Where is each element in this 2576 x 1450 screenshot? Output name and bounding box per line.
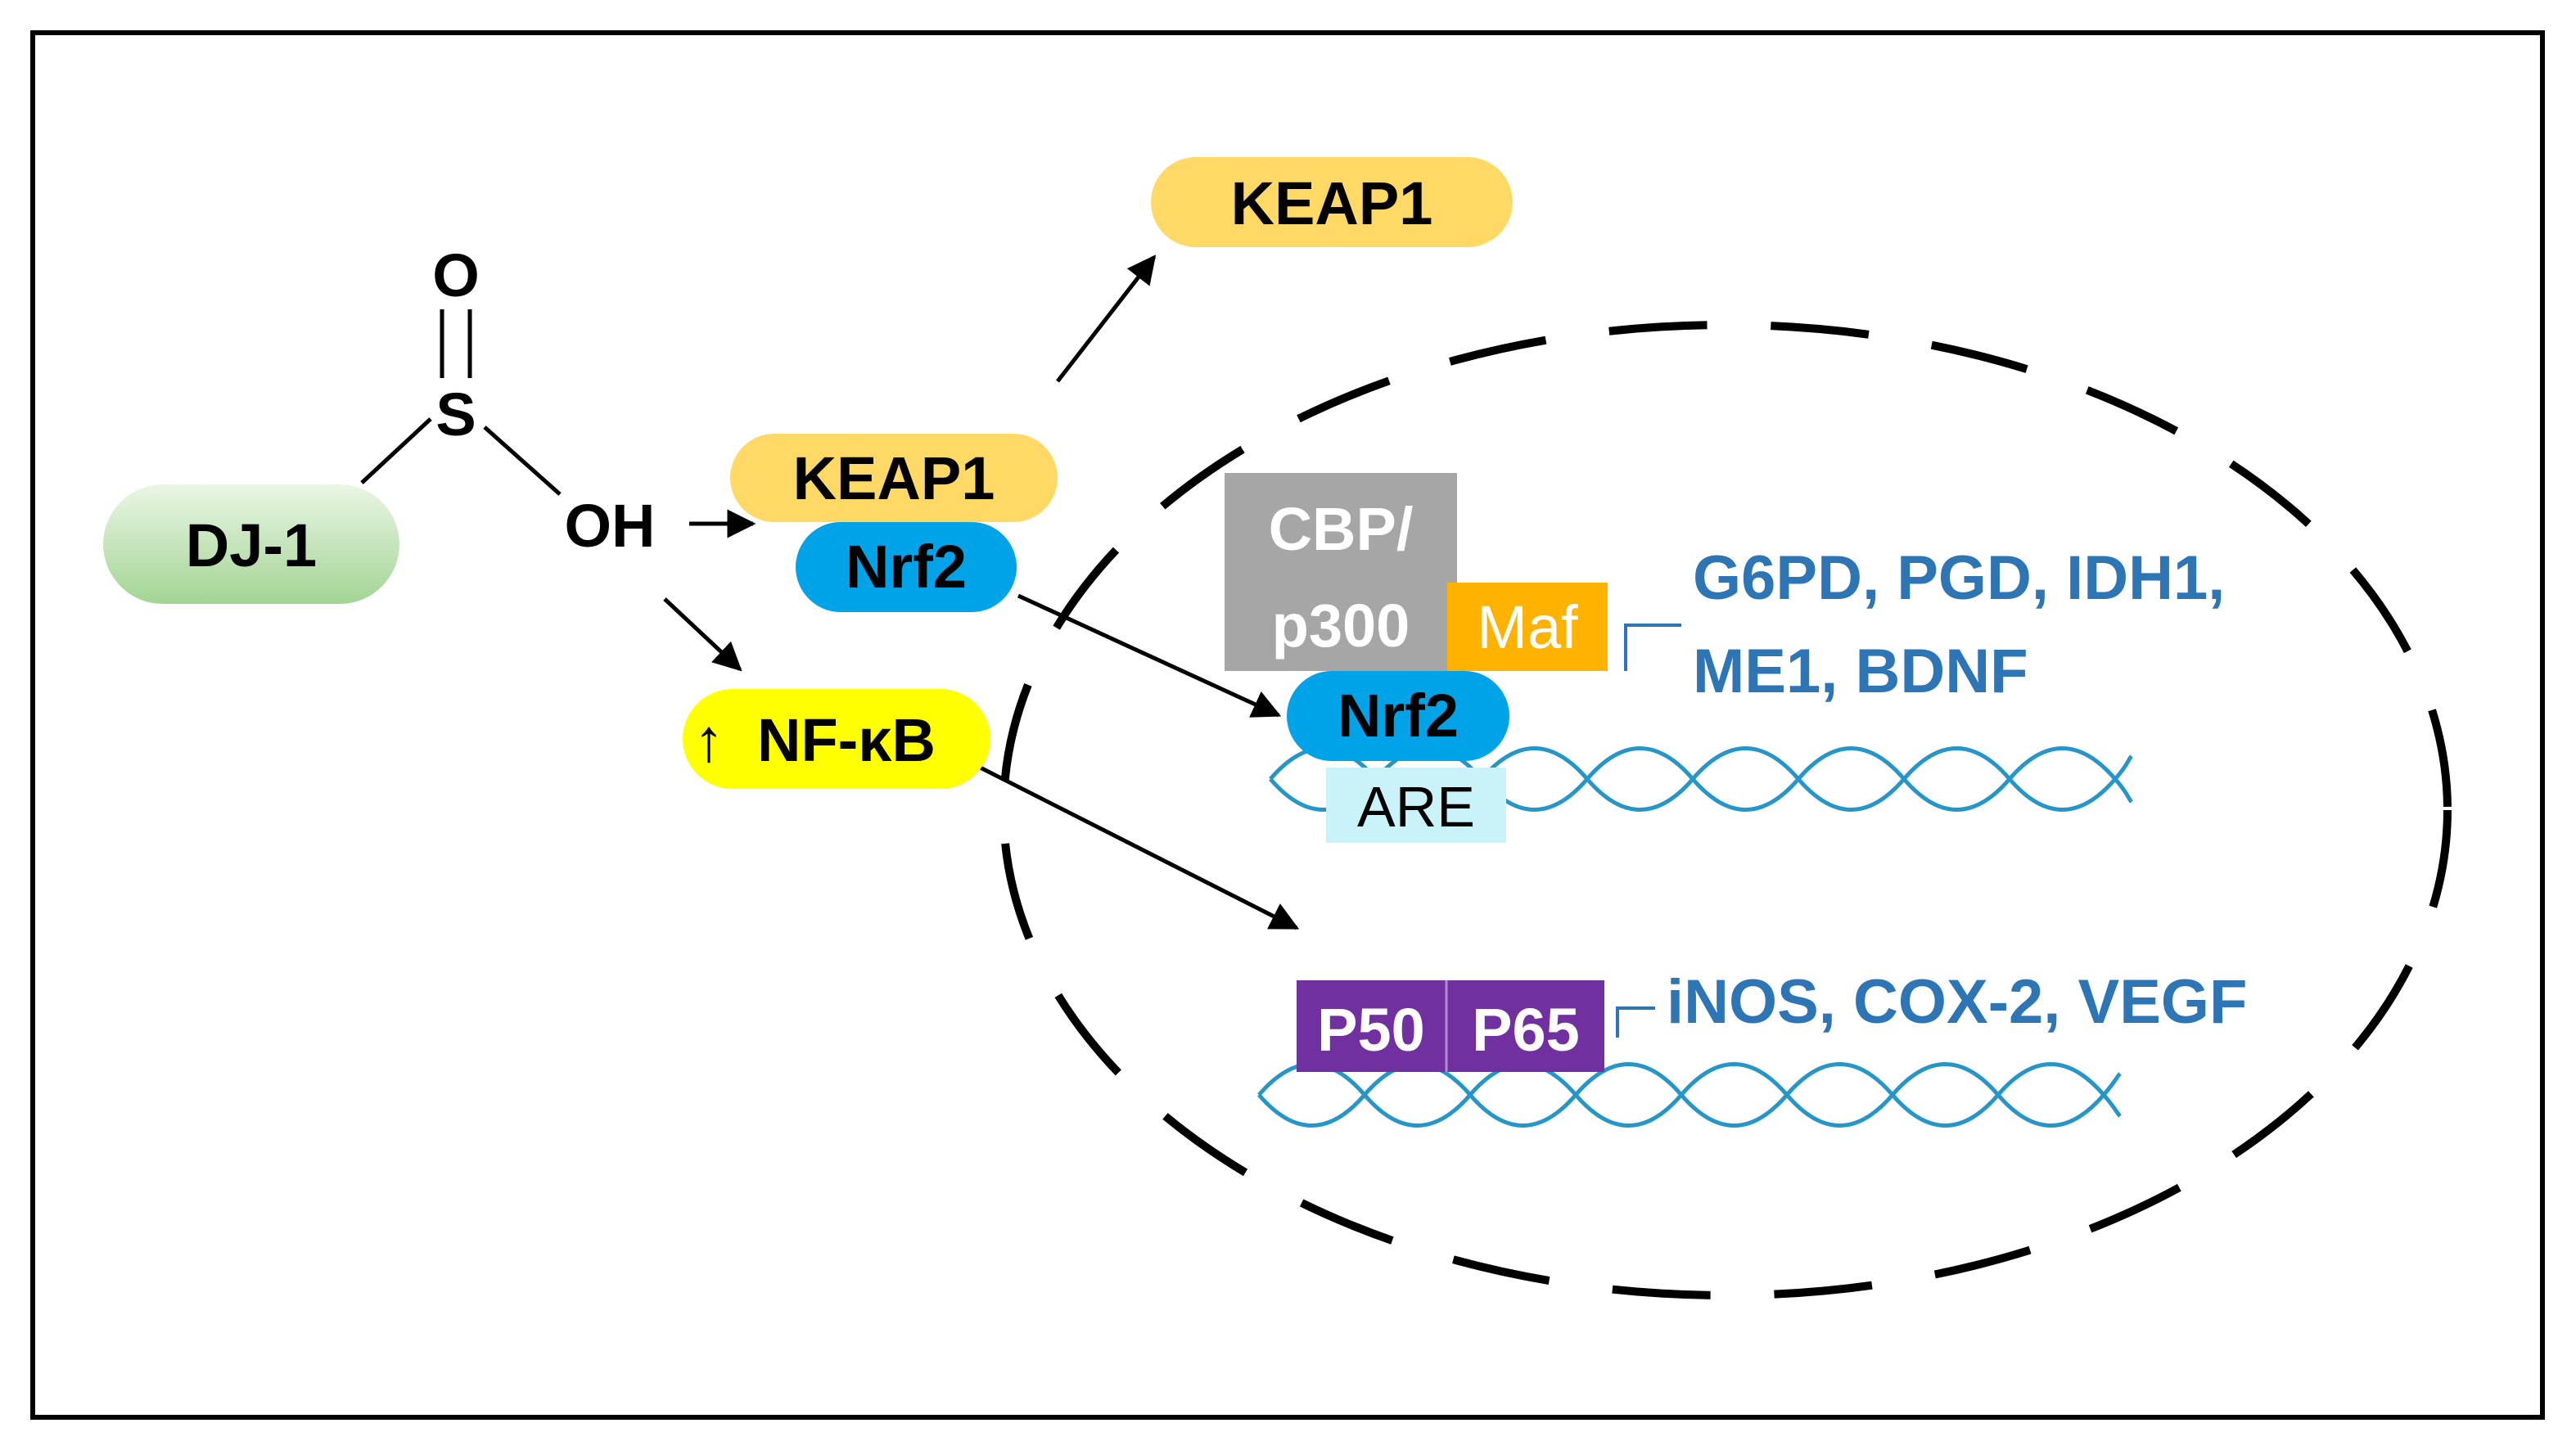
dna-helix-nfkb (1257, 1062, 2122, 1128)
cbp-p300-box (1225, 473, 1457, 671)
arrow-keap1-release (1056, 254, 1157, 383)
nucleus-boundary (999, 321, 2452, 1299)
nfkb-up-arrow: ↑ (694, 706, 724, 774)
arrow-nrf2-to-nucleus (1017, 593, 1282, 718)
keap1-complex-pill (730, 434, 1058, 522)
maf-label: Maf (1477, 593, 1578, 661)
p50-box (1297, 980, 1446, 1072)
oxygen-label: O (432, 241, 480, 309)
keap1-complex-label: KEAP1 (793, 444, 995, 512)
nrf2-cytoplasm-label: Nrf2 (846, 533, 967, 601)
keap1-released-label: KEAP1 (1231, 169, 1433, 237)
are-label: ARE (1357, 775, 1475, 839)
keap1-released-pill (1151, 157, 1513, 247)
arrow-nfkb-to-nucleus (953, 752, 1300, 930)
maf-box (1447, 583, 1608, 671)
nrf2-targets-line2: ME1, BDNF (1693, 637, 2028, 706)
nrf2-targets-line1: G6PD, PGD, IDH1, (1693, 543, 2225, 613)
nrf2-nucleus-label: Nrf2 (1338, 682, 1459, 750)
bond-dj1-s (360, 417, 432, 484)
cbp-label: CBP/ (1269, 495, 1414, 563)
outer-frame (30, 30, 2545, 1420)
p300-label: p300 (1272, 592, 1410, 660)
hydroxyl-label: OH (565, 492, 656, 560)
nfkb-label: NF-κB (757, 706, 936, 774)
dj1-pill (103, 484, 399, 604)
nrf2-nucleus-pill (1287, 671, 1509, 761)
sulfur-label: S (435, 381, 476, 448)
are-box (1326, 768, 1506, 843)
arrow-oh-to-nfkb (663, 597, 742, 672)
nrf2-cytoplasm-pill (796, 522, 1017, 612)
p65-label: P65 (1472, 996, 1580, 1064)
p50-label: P50 (1317, 996, 1425, 1064)
dj1-label: DJ-1 (186, 511, 317, 579)
nfkb-target-bracket (1616, 1006, 1655, 1038)
nfkb-targets: iNOS, COX-2, VEGF (1667, 967, 2247, 1037)
nrf2-target-bracket (1624, 624, 1681, 671)
p65-box (1447, 980, 1604, 1072)
nfkb-pill (683, 689, 990, 789)
bond-s-oh (483, 426, 562, 496)
